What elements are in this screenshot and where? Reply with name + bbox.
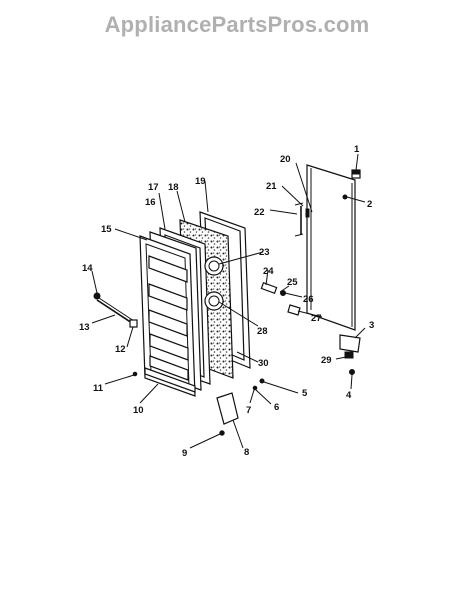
part-label-17: 17 xyxy=(148,182,159,193)
part-label-4: 4 xyxy=(346,390,352,401)
part-label-9: 9 xyxy=(182,448,187,459)
screw-5 xyxy=(259,378,265,384)
part-label-30: 30 xyxy=(258,358,269,369)
door-handle xyxy=(294,202,310,237)
door-shelves xyxy=(148,255,189,381)
part-label-19: 19 xyxy=(195,176,206,187)
part-label-6: 6 xyxy=(274,402,279,413)
part-label-3: 3 xyxy=(369,320,374,331)
part-label-12: 12 xyxy=(115,344,126,355)
part-label-1: 1 xyxy=(354,144,360,155)
bottom-bracket xyxy=(216,392,239,425)
part-label-18: 18 xyxy=(168,182,179,193)
part-labels: 1 2 3 4 5 6 7 8 9 10 11 12 13 14 15 16 1… xyxy=(79,144,374,459)
outer-door-panel xyxy=(306,164,356,331)
hinge-pin xyxy=(342,194,348,200)
part-label-14: 14 xyxy=(82,263,93,274)
part-label-13: 13 xyxy=(79,322,90,333)
part-label-29: 29 xyxy=(321,355,332,366)
part-label-11: 11 xyxy=(93,383,104,394)
part-label-2: 2 xyxy=(367,199,372,210)
cam-disc-upper xyxy=(204,256,224,276)
part-label-8: 8 xyxy=(244,447,249,458)
part-label-15: 15 xyxy=(101,224,112,235)
part-label-22: 22 xyxy=(254,207,265,218)
part-label-5: 5 xyxy=(302,388,308,399)
part-label-27: 27 xyxy=(311,313,322,324)
inner-door-shelf-panel xyxy=(139,235,196,397)
part-label-28: 28 xyxy=(257,326,268,337)
door-rod xyxy=(93,292,138,328)
part-label-24: 24 xyxy=(263,266,274,277)
screw-11 xyxy=(132,371,138,377)
watermark-text: AppliancePartsPros.com xyxy=(104,12,370,37)
part-label-10: 10 xyxy=(133,405,144,416)
bottom-hinge xyxy=(339,334,361,375)
part-label-21: 21 xyxy=(266,181,277,192)
center-hinge-assembly xyxy=(260,282,301,316)
part-label-16: 16 xyxy=(145,197,156,208)
leader-lines xyxy=(91,153,366,449)
cam-disc-lower xyxy=(204,291,224,311)
part-label-26: 26 xyxy=(303,294,314,305)
part-label-20: 20 xyxy=(280,154,291,165)
screw-6 xyxy=(252,385,258,391)
bracket-screw xyxy=(219,430,225,436)
part-label-23: 23 xyxy=(259,247,270,258)
top-hinge-cap xyxy=(351,169,361,179)
part-label-7: 7 xyxy=(246,405,251,416)
bottom-kickplate xyxy=(144,367,196,393)
part-label-25: 25 xyxy=(287,277,298,288)
